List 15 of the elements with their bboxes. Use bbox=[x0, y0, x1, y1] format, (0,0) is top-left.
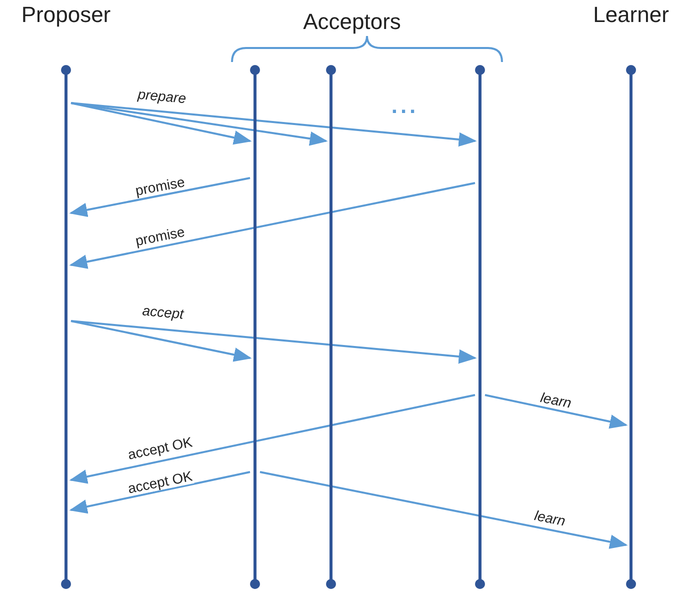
message-arrow bbox=[484, 394, 628, 429]
message-arrow bbox=[260, 471, 628, 549]
group-label: Acceptors bbox=[303, 11, 401, 33]
message-arrow bbox=[69, 394, 476, 484]
message-arrow bbox=[70, 320, 477, 364]
participant-label: Proposer bbox=[21, 2, 111, 28]
message-arrow bbox=[70, 320, 252, 362]
message-arrow bbox=[69, 182, 476, 269]
message-arrow bbox=[69, 177, 250, 217]
message-arrow bbox=[69, 471, 250, 514]
message-arrow bbox=[70, 102, 477, 147]
message-arrow bbox=[70, 102, 328, 146]
ellipsis: ... bbox=[391, 95, 419, 117]
participant-label: Learner bbox=[593, 2, 669, 28]
message-arrow bbox=[70, 102, 252, 145]
